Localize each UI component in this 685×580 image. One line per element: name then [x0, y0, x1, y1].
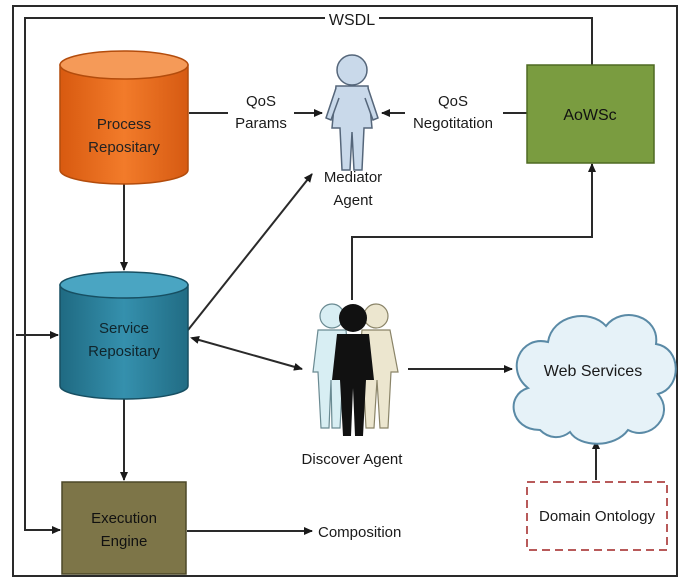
process-repository-node: Process Repositary	[59, 50, 189, 185]
execution-engine-label-line1: Execution	[91, 510, 157, 527]
service-repository-label-line2: Repositary	[88, 343, 160, 360]
outer-frame	[12, 5, 678, 577]
web-services-cloud: Web Services	[512, 314, 677, 445]
service-repository-label-line1: Service	[99, 320, 149, 337]
qos-params-label-line2: Params	[235, 115, 287, 132]
mediator-agent-label-line1: Mediator	[324, 169, 382, 186]
discover-agent-label: Discover Agent	[302, 451, 404, 468]
wsdl-connector	[24, 17, 593, 534]
process-repository-label-line1: Process	[97, 116, 151, 133]
service-repository-node: Service Repositary	[59, 271, 189, 400]
mediator-agent-label-line2: Agent	[333, 192, 373, 209]
discover-to-aowsc-arrow	[351, 163, 596, 300]
qos-negotiation-label-line2: Negotitation	[413, 115, 493, 132]
service-discover-arrow	[190, 336, 303, 371]
discover-agent-figure	[312, 303, 399, 436]
web-services-label: Web Services	[544, 363, 642, 380]
mediator-agent-figure	[325, 54, 379, 171]
domain-ontology-node	[526, 481, 668, 551]
execution-engine-label-line2: Engine	[101, 533, 148, 550]
execution-engine-node	[61, 481, 187, 575]
service-to-mediator-arrow	[187, 173, 313, 331]
aowsc-node	[526, 64, 655, 164]
qos-params-label-line1: QoS	[246, 93, 276, 110]
domain-ontology-label: Domain Ontology	[539, 508, 655, 525]
aowsc-label: AoWSc	[563, 107, 616, 124]
qos-negotiation-label-line1: QoS	[438, 93, 468, 110]
process-repository-label-line2: Repositary	[88, 139, 160, 156]
composition-label: Composition	[318, 524, 401, 541]
wsdl-label: WSDL	[329, 12, 375, 29]
